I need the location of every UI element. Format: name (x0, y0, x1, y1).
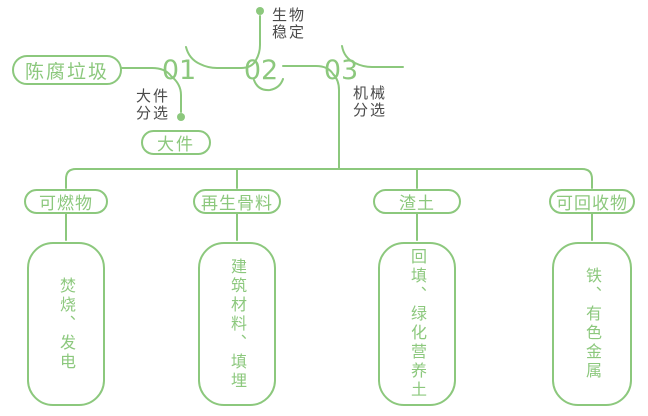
category-label: 可燃物 (39, 194, 93, 214)
node-bulky-item-label: 大件 (157, 135, 195, 155)
category-label: 渣土 (399, 194, 435, 214)
step-label-mechanical-sorting: 机械分选 (353, 84, 388, 119)
category-label: 可回收物 (556, 194, 628, 214)
category-label: 再生骨料 (201, 194, 273, 214)
node-result-incineration-power: 焚烧、发电 (27, 242, 105, 406)
flow-arc-step2 (253, 78, 284, 92)
node-result-iron-nonferrous-metals: 铁、有色金属 (552, 242, 632, 406)
node-category-recycled-aggregate: 再生骨料 (193, 189, 281, 214)
step-label-bio-stabilization: 生物稳定 (272, 6, 307, 41)
result-text: 建筑材料、填埋 (228, 257, 247, 391)
flow-line-source (121, 67, 182, 113)
step-number-01: 01 (161, 55, 197, 86)
flow-line-step3 (282, 65, 340, 170)
connector-dot-bulky (177, 113, 185, 121)
flow-line-tail (341, 45, 404, 68)
step-label-bulky-sorting: 大件分选 (136, 87, 171, 122)
flow-line-step1 (185, 15, 261, 69)
node-bulky-item: 大件 (141, 130, 211, 155)
node-source-label: 陈腐垃圾 (24, 60, 109, 83)
node-category-recyclables: 可回收物 (549, 189, 635, 214)
node-category-combustibles: 可燃物 (24, 189, 108, 214)
branch-bus (65, 168, 593, 189)
result-text: 回填、绿化营养土 (408, 248, 427, 400)
result-text: 铁、有色金属 (583, 267, 602, 381)
connector-dot-bio (256, 7, 264, 15)
step-number-02: 02 (243, 55, 279, 86)
node-result-backfill-nutrient-soil: 回填、绿化营养土 (378, 242, 456, 406)
node-result-building-materials-landfill: 建筑材料、填埋 (198, 242, 276, 406)
step-number-03: 03 (323, 55, 359, 86)
result-text: 焚烧、发电 (57, 276, 76, 372)
node-category-slag-soil: 渣土 (373, 189, 461, 214)
node-source: 陈腐垃圾 (12, 55, 122, 85)
